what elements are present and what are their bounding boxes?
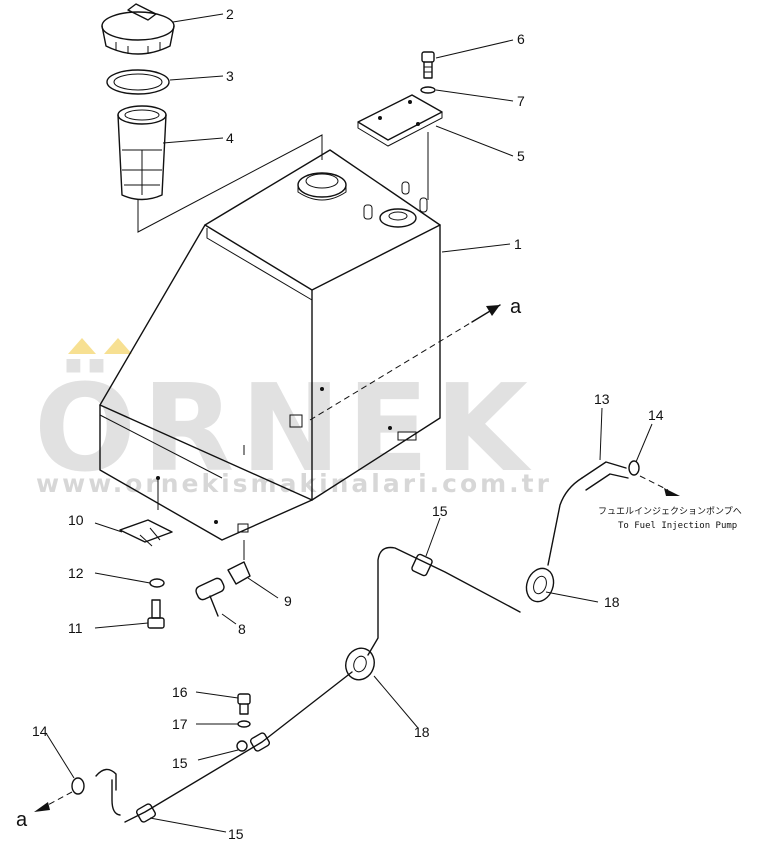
- fuel-hose-upper: [547, 477, 583, 566]
- callout-1: 1: [514, 236, 522, 252]
- washer-12: [149, 578, 165, 588]
- hose-clamp-lower: [135, 803, 157, 823]
- gasket-ring: [106, 69, 170, 95]
- callout-15-middle: 15: [172, 755, 188, 771]
- drain-cock: [195, 577, 225, 617]
- callout-7: 7: [517, 93, 525, 109]
- callout-10: 10: [68, 512, 84, 528]
- note-japanese: フュエルインジェクションポンプへ: [598, 506, 742, 516]
- hose-clip-upper: [628, 460, 640, 476]
- clamp-bracket: [119, 476, 173, 547]
- fuel-hose-middle: [367, 546, 521, 656]
- callout-18-upper: 18: [604, 594, 620, 610]
- callout-16: 16: [172, 684, 188, 700]
- assembly-line: [137, 134, 323, 233]
- bolt-16: [237, 693, 251, 715]
- watermark-accent-left: [68, 338, 96, 354]
- callout-2: 2: [226, 6, 234, 22]
- callout-18-lower: 18: [414, 724, 430, 740]
- leader-lines: [45, 13, 653, 833]
- filler-cap: [101, 3, 175, 55]
- hose-clip-lower: [71, 777, 85, 795]
- callout-9: 9: [284, 593, 292, 609]
- watermark: ÖRNEK www.ornekismakinalari.com.tr: [34, 338, 552, 499]
- reference-arrow-top: [309, 304, 501, 421]
- bolt-11: [147, 599, 165, 629]
- callout-14-upper: 14: [648, 407, 664, 423]
- callout-6: 6: [517, 31, 525, 47]
- watermark-url: www.ornekismakinalari.com.tr: [36, 469, 552, 498]
- callout-17: 17: [172, 716, 188, 732]
- watermark-accent-right: [104, 338, 132, 354]
- hose-clamp-upper: [411, 553, 433, 577]
- hose-elbow-lower: [95, 768, 117, 791]
- callout-4: 4: [226, 130, 234, 146]
- callout-15-lower: 15: [228, 826, 244, 841]
- callout-14-lower: 14: [32, 723, 48, 739]
- fuel-tank: [99, 149, 441, 541]
- to-pump-arrow: [639, 475, 680, 496]
- callout-11: 11: [68, 620, 83, 636]
- watermark-brand: ÖRNEK: [34, 359, 534, 499]
- callout-12: 12: [68, 565, 84, 581]
- ref-letter-a-top: a: [510, 296, 522, 318]
- filler-strainer: [117, 105, 167, 201]
- callout-labels: 2 3 4 6 7 5 1 10 12 11 8 9 13 14 15 18 1…: [32, 6, 664, 842]
- rubber-hose: [581, 461, 627, 479]
- callout-5: 5: [517, 148, 525, 164]
- grommet-upper: [525, 567, 555, 603]
- callout-13: 13: [594, 391, 610, 407]
- washer-17: [237, 720, 251, 728]
- callout-8: 8: [238, 621, 246, 637]
- cover-plate: [357, 94, 443, 147]
- note-english: To Fuel Injection Pump: [618, 521, 737, 531]
- ref-letter-a-bottom: a: [16, 809, 28, 831]
- callout-3: 3: [226, 68, 234, 84]
- reference-arrow-bottom: [34, 791, 73, 812]
- washer-7: [420, 86, 436, 94]
- hose-clamp-middle: [249, 732, 271, 752]
- callout-15-upper: 15: [432, 503, 448, 519]
- clip-with-bolt: [236, 740, 248, 752]
- bolt-6: [421, 51, 435, 79]
- fuel-hose-end: [111, 779, 121, 816]
- grommet-lower: [345, 647, 375, 681]
- fuel-hose-lower: [124, 671, 353, 823]
- elbow-fitting: [227, 445, 251, 585]
